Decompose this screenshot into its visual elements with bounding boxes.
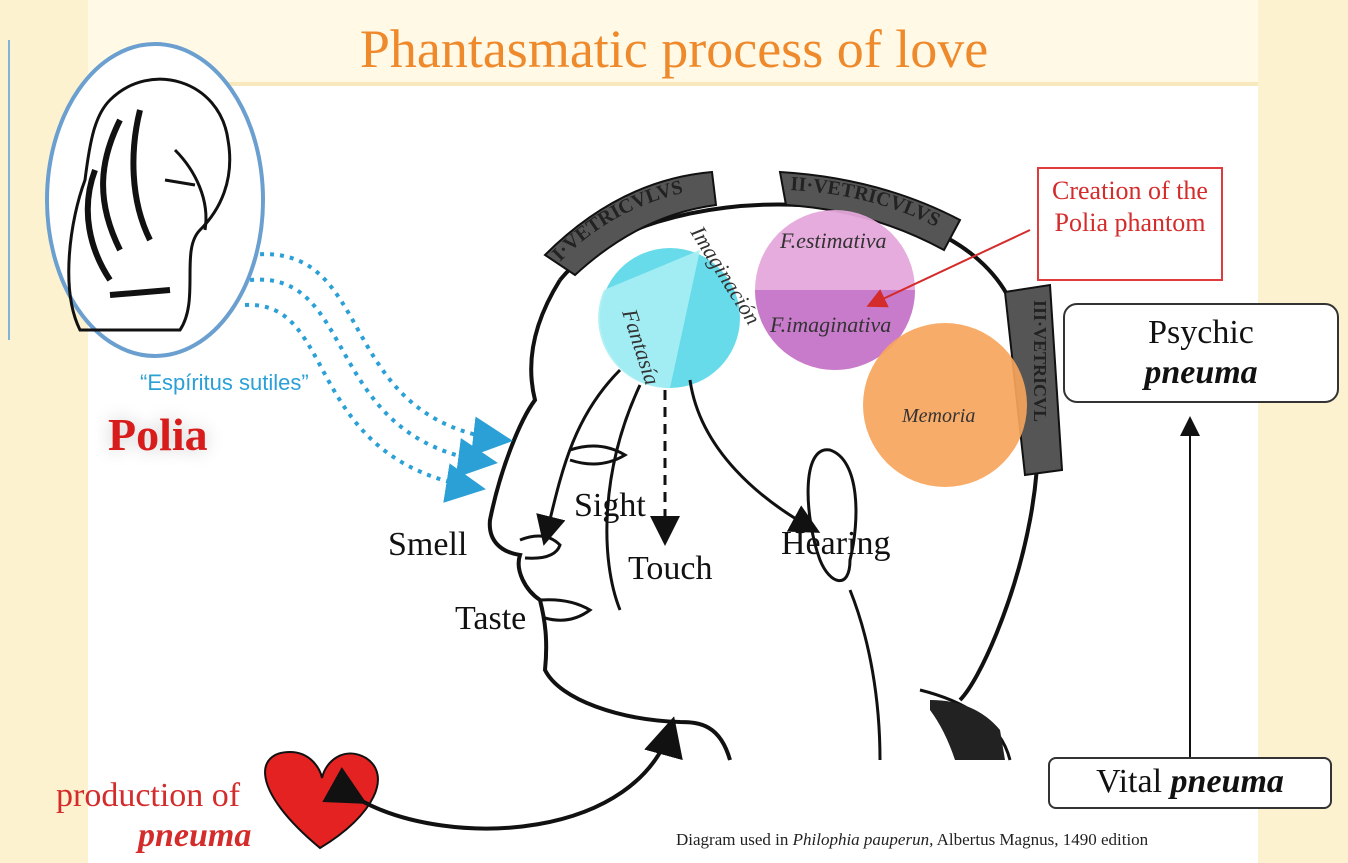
psychic-line1: Psychic	[1065, 313, 1337, 353]
ventricle-3-label: III·VETRICVL	[1030, 300, 1050, 422]
production-line1: production of	[56, 777, 240, 814]
hearing-label: Hearing	[781, 525, 891, 563]
sight-label: Sight	[574, 487, 646, 525]
estimativa-label: F.estimativa	[779, 228, 887, 253]
espiritus-label: “Espíritus sutiles”	[140, 370, 309, 396]
vital-emph: pneuma	[1171, 763, 1284, 800]
touch-label: Touch	[628, 550, 713, 588]
neck-shading	[930, 700, 1005, 760]
heart-head-arrow	[360, 724, 672, 829]
polia-label: Polia	[108, 408, 208, 461]
figure-caption: Diagram used in Philophia pauperun, Albe…	[676, 830, 1148, 850]
psychic-pneuma-box: Psychic pneuma	[1063, 303, 1339, 403]
psychic-line2: pneuma	[1065, 353, 1337, 393]
vital-word: Vital	[1096, 763, 1162, 800]
creation-callout: Creation of the Polia phantom	[1037, 167, 1223, 281]
imaginativa-label: F.imaginativa	[769, 312, 891, 337]
vital-pneuma-box: Vital pneuma	[1048, 757, 1332, 809]
face-details	[520, 446, 625, 620]
smell-label: Smell	[388, 526, 467, 564]
production-label: production of pneuma	[56, 776, 251, 856]
caption-prefix: Diagram used in	[676, 830, 793, 849]
caption-work: Philophia pauperun,	[793, 830, 934, 849]
memoria-label: Memoria	[901, 405, 975, 427]
caption-suffix: Albertus Magnus, 1490 edition	[933, 830, 1148, 849]
production-line2: pneuma	[56, 816, 251, 856]
polia-portrait	[47, 44, 263, 356]
taste-label: Taste	[455, 600, 526, 638]
